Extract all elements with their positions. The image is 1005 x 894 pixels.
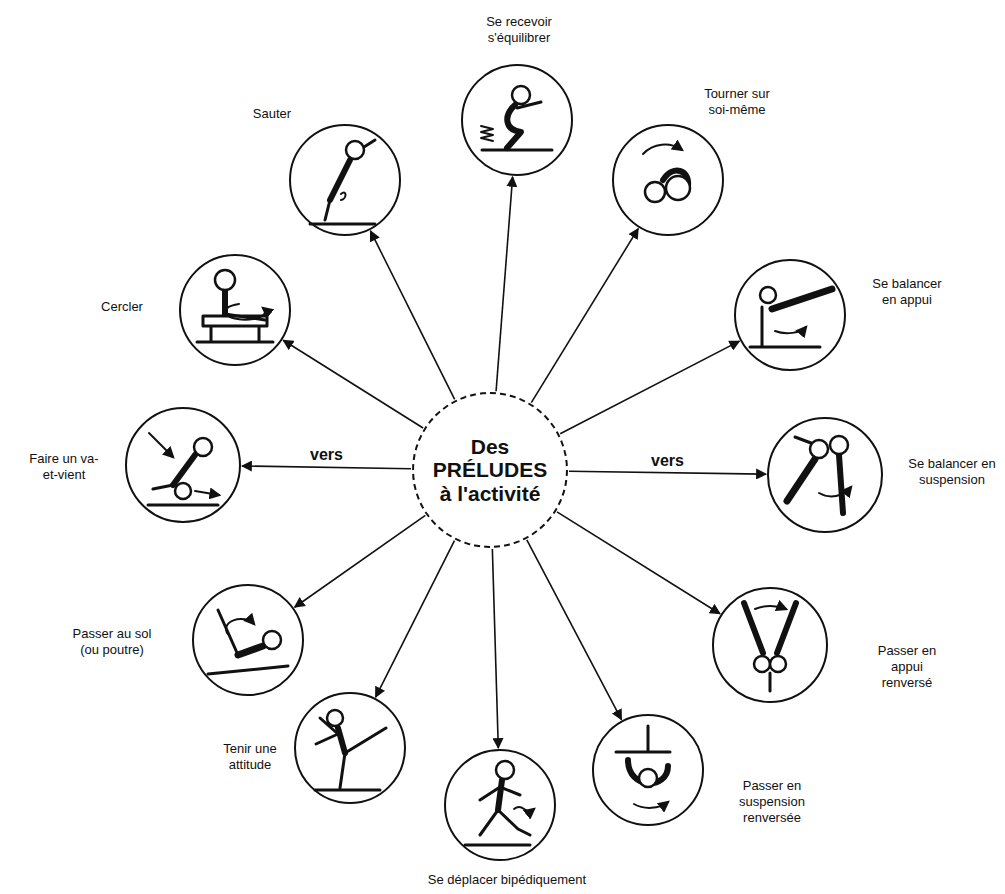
activity-label: Faire un va-et-vient [28,451,100,483]
arrow-connector [560,341,739,434]
arrow-connector [527,540,622,720]
back-and-forth-figure [148,433,219,505]
arrow-connector [376,541,455,698]
edge-label: vers [307,446,346,465]
activity-circle: Se déplacer bipédiquement [444,749,556,861]
activity-circle: Passer en appui renversé [712,587,828,703]
floor-roll-figure [208,610,288,674]
pommel-figure [197,270,273,342]
activity-circle: Passer en suspension renversée [592,714,704,826]
center-circle: Des PRÉLUDES à l'activité [412,392,568,548]
arrow-connector [492,549,498,748]
arrow-connector [496,177,513,391]
activity-label: Tourner sur soi-même [697,86,777,118]
edge-label: vers [648,451,687,470]
activity-label: Passer en suspension renversée [727,778,817,826]
activity-circle: Se balancer en suspension [767,417,883,533]
inverted-hang-figure [616,726,670,808]
activity-circle: Se recevoir s'équilibrer [461,64,573,176]
arrow-connector [569,471,766,474]
hang-swing-figure [787,436,851,513]
activity-circle: Sauter [289,124,401,236]
arrow-connector [370,231,454,399]
arrow-connector [557,512,720,614]
landing-figure [481,86,552,150]
activity-label: Cercler [87,299,157,315]
activity-circle: Passer au sol (ou poutre) [192,584,304,696]
activity-circle: Cercler [179,254,291,366]
activity-label: Passer en appui renversé [867,643,947,691]
activity-label: Se balancer en appui [867,276,947,308]
runner-figure [465,761,534,845]
activity-label: Se recevoir s'équilibrer [464,14,574,46]
activity-label: Sauter [237,106,307,122]
handstand-figure [744,603,796,691]
activity-circle: Tenir une attitude [294,692,406,804]
activity-label: Se déplacer bipédiquement [407,872,607,888]
activity-circle: Tourner sur soi-même [612,124,724,236]
arrow-connector [283,340,423,428]
arrow-connector [295,515,426,607]
activity-label: Passer au sol (ou poutre) [67,626,157,658]
support-swing-figure [750,287,832,347]
activity-circle: Faire un va-et-vient [125,407,241,523]
activity-label: Se balancer en suspension [907,456,997,488]
center-title: Des PRÉLUDES à l'activité [429,435,551,506]
arabesque-figure [315,710,386,790]
arrow-connector [531,229,638,403]
roll-figure [643,145,690,202]
activity-label: Tenir une attitude [215,741,285,773]
arrow-connector [242,466,411,469]
jump-figure [310,140,375,224]
activity-circle: Se balancer en appui [734,259,846,371]
